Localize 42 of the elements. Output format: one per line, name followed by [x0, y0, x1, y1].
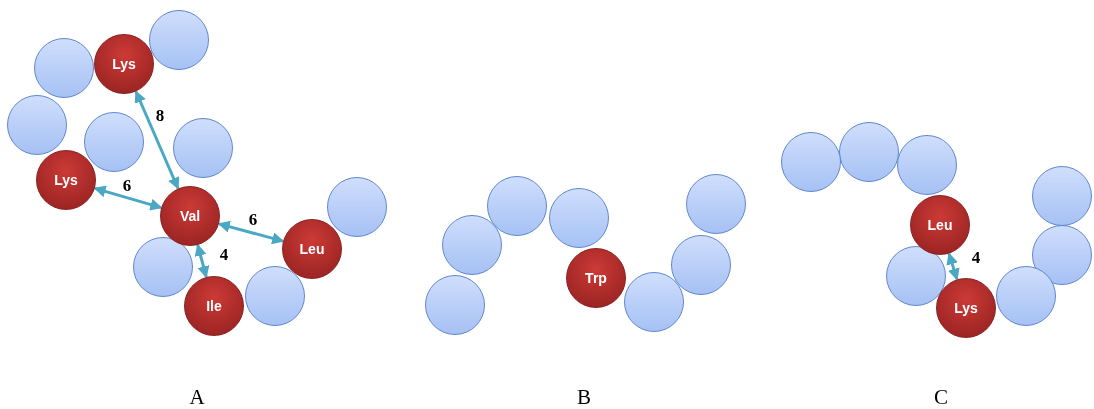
bead-circle: [149, 10, 209, 70]
bead-circle: [34, 38, 94, 98]
bead-circle: [442, 215, 502, 275]
residue-bead: Val: [160, 186, 220, 246]
panel-label: B: [577, 386, 591, 408]
panel-label: A: [189, 386, 205, 408]
residue-bead: Lys: [94, 34, 154, 94]
bead-circle: [245, 266, 305, 326]
double-arrow: [134, 90, 180, 190]
bead-circle: [7, 95, 67, 155]
bead-circle: [897, 135, 957, 195]
bead-circle: [624, 272, 684, 332]
bead-circle: [886, 246, 946, 306]
edge-label: 6: [248, 210, 258, 228]
residue-bead: Ile: [184, 276, 244, 336]
bead-circle: [84, 112, 144, 172]
residue-bead: Lys: [936, 278, 996, 338]
edge-label: 4: [971, 248, 981, 266]
panel-label: C: [934, 386, 948, 408]
bead-circle: [996, 266, 1056, 326]
double-arrow: [946, 252, 960, 281]
edge-label: 6: [122, 176, 132, 194]
bead-circle: [781, 132, 841, 192]
bead-circle: [425, 275, 485, 335]
bead-circle: [686, 174, 746, 234]
residue-bead: Lys: [36, 150, 96, 210]
double-arrow: [217, 220, 285, 245]
bead-circle: [549, 188, 609, 248]
edge-label: 4: [219, 245, 229, 263]
double-arrow: [93, 185, 163, 211]
double-arrow: [194, 243, 210, 279]
residue-bead: Leu: [282, 219, 342, 279]
bead-circle: [327, 177, 387, 237]
bead-circle: [173, 118, 233, 178]
bead-circle: [839, 122, 899, 182]
bead-circle: [1032, 166, 1092, 226]
edge-label: 8: [155, 106, 165, 124]
bead-circle: [487, 176, 547, 236]
bead-circle: [133, 237, 193, 297]
residue-bead: Trp: [566, 248, 626, 308]
bead-circle: [671, 235, 731, 295]
residue-bead: Leu: [910, 195, 970, 255]
